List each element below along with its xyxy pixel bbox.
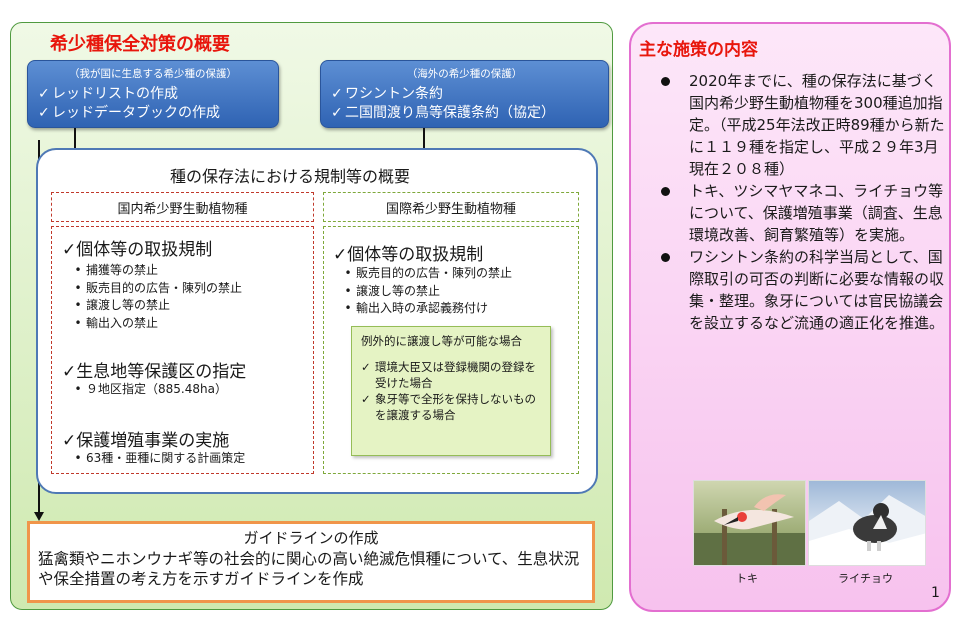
list-item: トキ、ツシマヤマネコ、ライチョウ等について、保護増殖事業（調査、生息環境改善、飼… (655, 180, 945, 246)
list-item: 輸出入の禁止 (70, 315, 242, 333)
international-species-header: 国際希少野生動植物種 (323, 192, 579, 222)
list-item: ９地区指定（885.48ha） (70, 381, 227, 399)
list-item: 2020年までに、種の保存法に基づく国内希少野生動植物種を300種追加指定。（平… (655, 70, 945, 180)
check-icon: ✓ (361, 360, 371, 374)
arrow-down-icon (34, 512, 44, 521)
list-item: 63種・亜種に関する計画策定 (70, 450, 245, 468)
international-handling-list: 販売目的の広告・陳列の禁止 譲渡し等の禁止 輸出入時の承認義務付け (340, 265, 512, 318)
list-item: 譲渡し等の禁止 (70, 297, 242, 315)
rock-ptarmigan-caption: ライチョウ (838, 572, 893, 585)
overseas-item-label: 二国間渡り鳥等保護条約（協定） (345, 105, 555, 121)
rock-ptarmigan-photo (808, 480, 926, 566)
exception-item: ✓ 象牙等で全形を保持しないものを譲渡する場合 (361, 391, 541, 423)
list-item: 販売目的の広告・陳列の禁止 (340, 265, 512, 283)
overseas-item: ✓ワシントン条約 (331, 85, 598, 104)
guideline-body: 猛禽類やニホンウナギ等の社会的に関心の高い絶滅危惧種について、生息状況や保全措置… (38, 550, 580, 588)
guideline-box: ガイドラインの作成 猛禽類やニホンウナギ等の社会的に関心の高い絶滅危惧種について… (27, 521, 595, 603)
overseas-protection-box: （海外の希少種の保護） ✓ワシントン条約 ✓二国間渡り鳥等保護条約（協定） (320, 60, 609, 128)
domestic-species-header: 国内希少野生動植物種 (51, 192, 314, 222)
check-icon: ✓ (38, 105, 50, 121)
breeding-program-list: 63種・亜種に関する計画策定 (70, 450, 245, 468)
list-item: 販売目的の広告・陳列の禁止 (70, 280, 242, 298)
domestic-handling-list: 捕獲等の禁止 販売目的の広告・陳列の禁止 譲渡し等の禁止 輸出入の禁止 (70, 262, 242, 332)
overseas-subtitle: （海外の希少種の保護） (406, 68, 523, 80)
overseas-item-label: ワシントン条約 (345, 86, 443, 102)
check-icon: ✓ (361, 392, 371, 406)
measures-list: 2020年までに、種の保存法に基づく国内希少野生動植物種を300種追加指定。（平… (655, 70, 945, 334)
exception-item-label: 象牙等で全形を保持しないものを譲渡する場合 (375, 392, 536, 422)
main-title: 希少種保全対策の概要 (50, 34, 230, 55)
list-item: 捕獲等の禁止 (70, 262, 242, 280)
international-handling-heading: ✓個体等の取扱規制 (333, 245, 484, 265)
habitat-protection-list: ９地区指定（885.48ha） (70, 381, 227, 399)
breeding-program-heading: ✓保護増殖事業の実施 (62, 431, 230, 451)
list-item: 譲渡し等の禁止 (340, 283, 512, 301)
exception-item-label: 環境大臣又は登録機関の登録を受けた場合 (375, 360, 536, 390)
list-item: 輸出入時の承認義務付け (340, 300, 512, 318)
overseas-item: ✓二国間渡り鳥等保護条約（協定） (331, 104, 598, 123)
exception-box: 例外的に譲渡し等が可能な場合 ✓ 環境大臣又は登録機関の登録を受けた場合 ✓ 象牙等… (351, 326, 551, 456)
exception-title: 例外的に譲渡し等が可能な場合 (361, 334, 522, 348)
domestic-item-label: レッドデータブックの作成 (52, 105, 220, 121)
list-item: ワシントン条約の科学当局として、国際取引の可否の判断に必要な情報の収集・整理。象… (655, 246, 945, 334)
rock-ptarmigan-icon (809, 495, 925, 565)
exception-item: ✓ 環境大臣又は登録機関の登録を受けた場合 (361, 359, 541, 391)
domestic-protection-box: （我が国に生息する希少種の保護） ✓レッドリストの作成 ✓レッドデータブックの作… (27, 60, 279, 128)
page-number: 1 (931, 585, 940, 601)
domestic-handling-heading: ✓個体等の取扱規制 (62, 240, 213, 260)
crested-ibis-caption: トキ (736, 572, 758, 585)
check-icon: ✓ (38, 86, 50, 102)
domestic-item: ✓レッドデータブックの作成 (38, 104, 268, 123)
guideline-title: ガイドラインの作成 (243, 529, 379, 547)
measures-title: 主な施策の内容 (639, 40, 758, 60)
crested-ibis-photo (693, 480, 806, 566)
domestic-item: ✓レッドリストの作成 (38, 85, 268, 104)
habitat-protection-heading: ✓生息地等保護区の指定 (62, 362, 247, 382)
crested-ibis-icon (694, 494, 805, 565)
check-icon: ✓ (331, 86, 343, 102)
domestic-item-label: レッドリストの作成 (52, 86, 178, 102)
domestic-subtitle: （我が国に生息する希少種の保護） (69, 68, 237, 80)
check-icon: ✓ (331, 105, 343, 121)
law-title: 種の保存法における規制等の概要 (170, 167, 411, 186)
